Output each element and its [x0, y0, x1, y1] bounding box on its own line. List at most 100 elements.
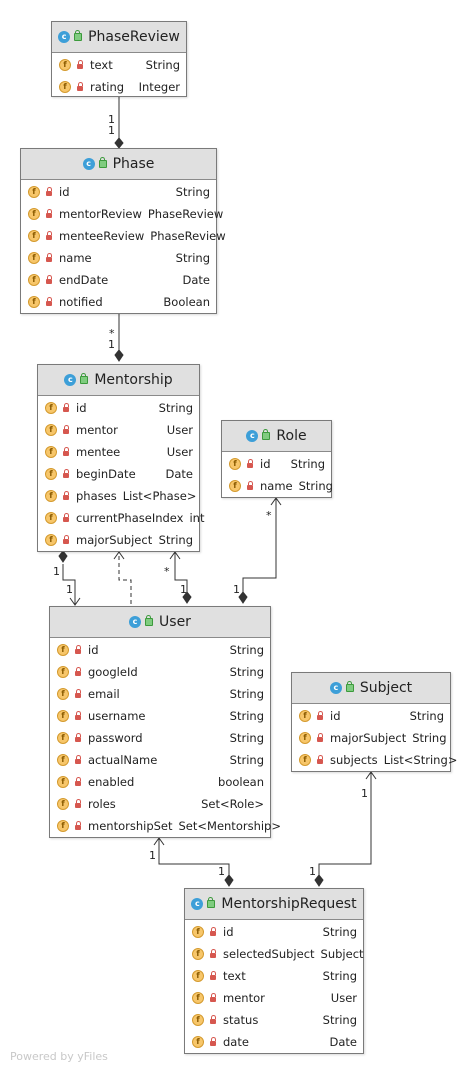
field-icon: f: [59, 59, 71, 71]
private-lock-icon: [75, 645, 81, 654]
field-name: email: [88, 687, 120, 701]
multiplicity-label: 1: [66, 583, 73, 596]
field-name: text: [223, 969, 246, 983]
class-header: c Phase: [21, 149, 216, 180]
class-name: Subject: [359, 680, 413, 696]
private-lock-icon: [63, 491, 69, 500]
private-lock-icon: [46, 187, 52, 196]
public-visibility-icon: [98, 157, 107, 168]
field-icon: f: [45, 468, 57, 480]
field-icon: f: [57, 798, 69, 810]
field-icon: f: [28, 208, 40, 220]
class-icon: c: [246, 430, 259, 442]
field-name: date: [223, 1035, 249, 1049]
field-icon: f: [299, 732, 311, 744]
class-name: Phase: [112, 156, 155, 172]
class-icon: c: [129, 616, 142, 628]
field-type: String: [229, 753, 264, 767]
private-lock-icon: [317, 755, 323, 764]
edge-phasereview-phase: [114, 97, 124, 149]
private-lock-icon: [210, 1015, 216, 1024]
field-name: name: [260, 479, 293, 493]
private-lock-icon: [75, 755, 81, 764]
multiplicity-label: 1: [361, 787, 368, 800]
private-lock-icon: [77, 60, 83, 69]
multiplicity-label: *: [109, 327, 115, 340]
field-type: String: [229, 665, 264, 679]
field-name: mentee: [76, 445, 121, 459]
edge-role-user: [238, 497, 282, 604]
private-lock-icon: [63, 469, 69, 478]
multiplicity-label: *: [266, 509, 272, 522]
field-type: Integer: [138, 80, 180, 94]
field-icon: f: [45, 534, 57, 546]
field-type: String: [158, 401, 193, 415]
private-lock-icon: [317, 711, 323, 720]
field-name: id: [223, 925, 234, 939]
field-icon: f: [57, 776, 69, 788]
field-type: int: [189, 511, 205, 525]
private-lock-icon: [63, 513, 69, 522]
field-type: Date: [329, 1035, 358, 1049]
field-name: selectedSubject: [223, 947, 315, 961]
class-icon: c: [82, 158, 95, 170]
field-icon: f: [229, 480, 241, 492]
field-type: String: [229, 687, 264, 701]
field-icon: f: [192, 970, 204, 982]
private-lock-icon: [247, 459, 253, 468]
private-lock-icon: [46, 209, 52, 218]
edge-user-request: [153, 837, 234, 887]
multiplicity-label: 1: [108, 124, 115, 137]
field-icon: f: [45, 424, 57, 436]
field-icon: f: [57, 644, 69, 656]
field-icon: f: [45, 512, 57, 524]
multiplicity-label: 1: [233, 583, 240, 596]
